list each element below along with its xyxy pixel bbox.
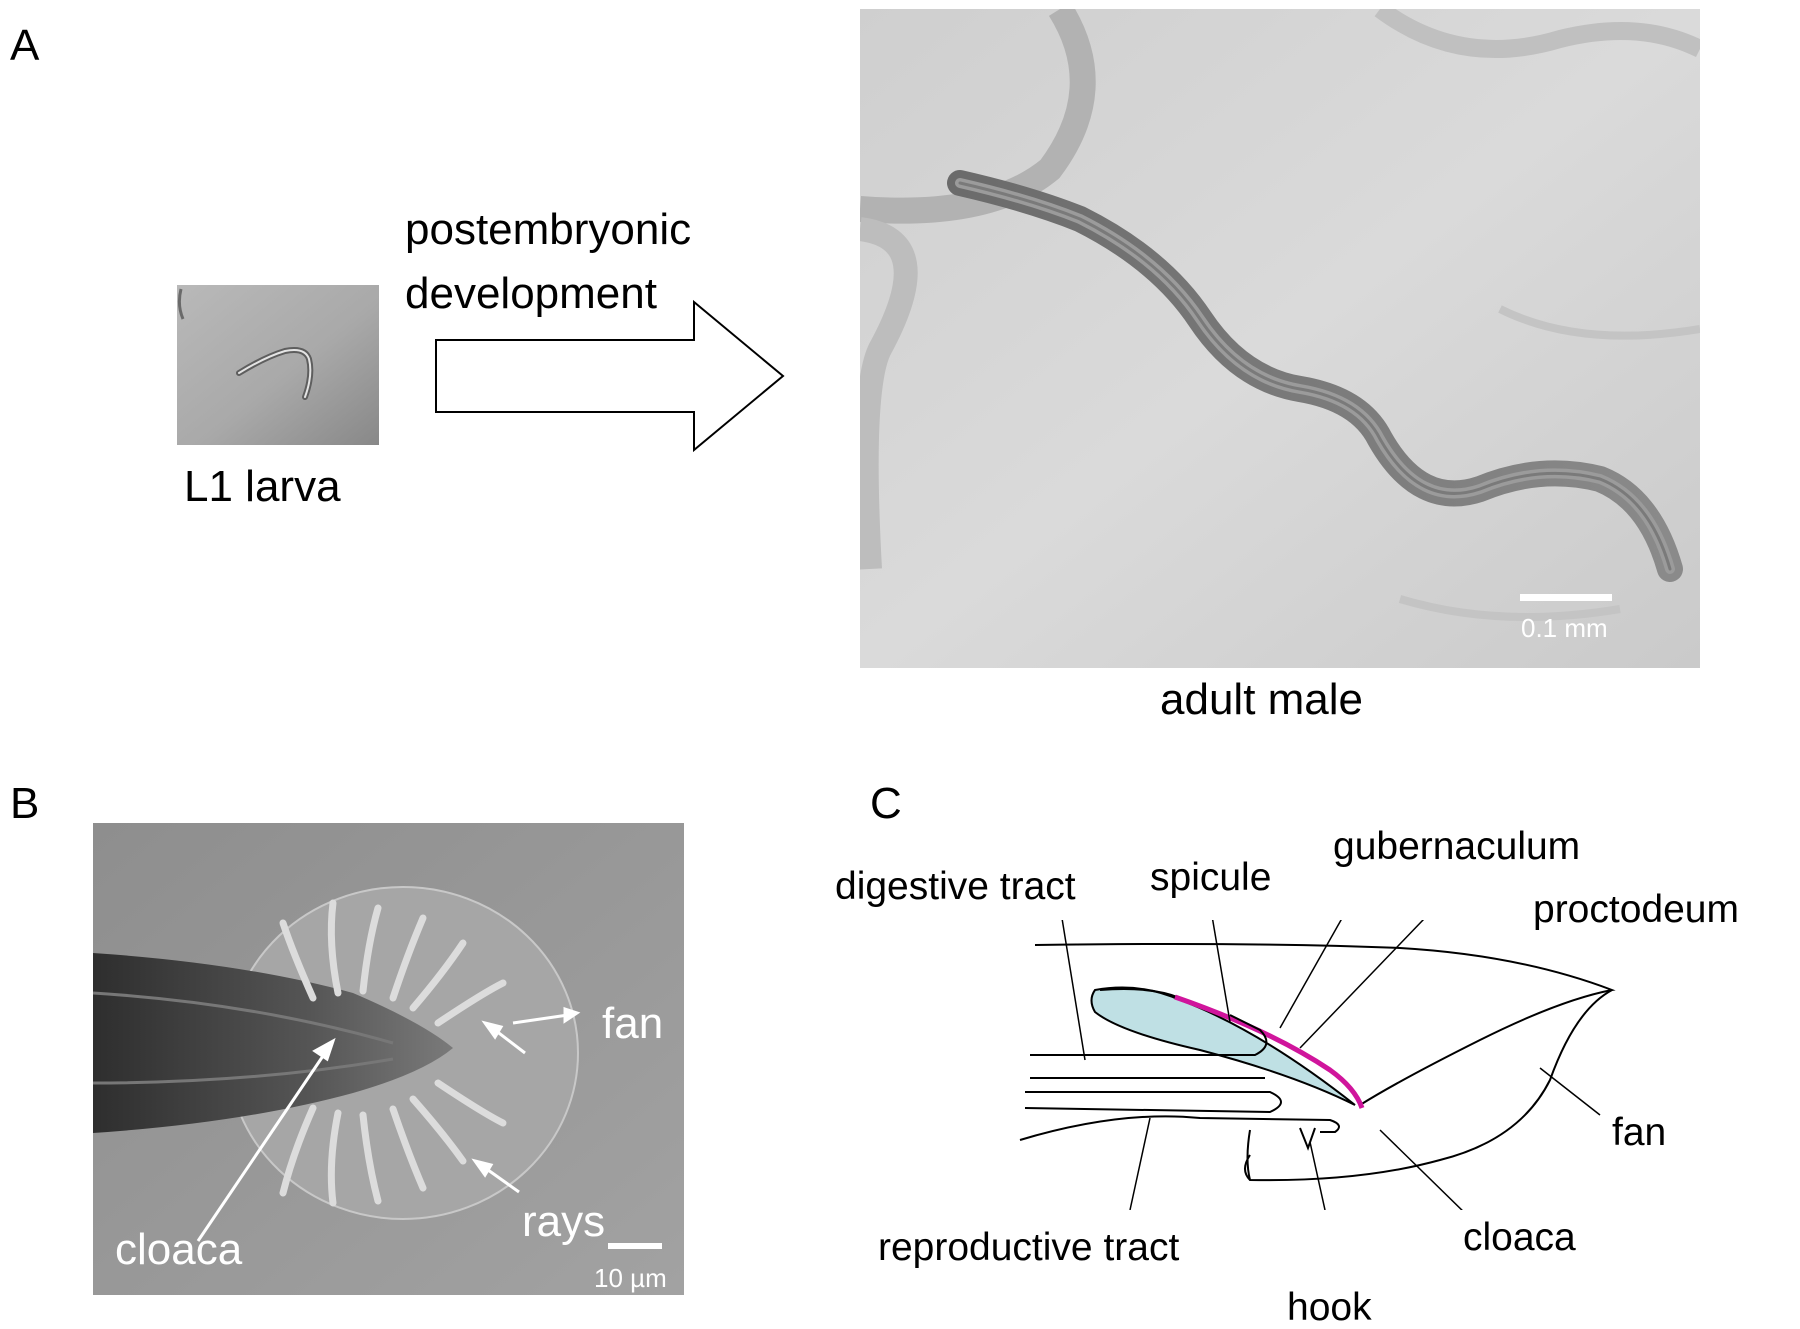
l1-larva-micrograph <box>177 285 379 445</box>
spicule-label: spicule <box>1150 856 1272 899</box>
cloaca-label-c: cloaca <box>1463 1216 1576 1259</box>
arrow-text-line2: development <box>405 269 657 318</box>
gubernaculum-label: gubernaculum <box>1333 825 1581 868</box>
arrow-text-line1: postembryonic <box>405 205 692 254</box>
fan-label-c: fan <box>1612 1111 1667 1154</box>
reproductive-tract-label: reproductive tract <box>878 1226 1180 1269</box>
larva-caption: L1 larva <box>184 462 341 511</box>
digestive-tract-label: digestive tract <box>835 865 1076 908</box>
hook-label: hook <box>1287 1286 1372 1329</box>
panel-letter-c: C <box>870 779 902 828</box>
panel-letter-a: A <box>10 21 40 70</box>
adult-scale-bar <box>1520 594 1612 601</box>
proctodeum-label: proctodeum <box>1533 888 1739 931</box>
male-tail-diagram <box>1019 920 1616 1210</box>
development-arrow <box>435 299 785 453</box>
tail-scale-label: 10 µm <box>594 1263 667 1293</box>
adult-scale-label: 0.1 mm <box>1521 613 1608 643</box>
rays-label-b: rays <box>522 1197 606 1246</box>
cloaca-label-b: cloaca <box>115 1225 243 1274</box>
panel-letter-b: B <box>10 779 40 828</box>
adult-male-micrograph <box>860 9 1700 668</box>
fan-label-b: fan <box>602 999 664 1048</box>
adult-caption: adult male <box>1160 675 1364 724</box>
male-tail-micrograph <box>93 823 684 1295</box>
tail-scale-bar <box>608 1243 662 1249</box>
